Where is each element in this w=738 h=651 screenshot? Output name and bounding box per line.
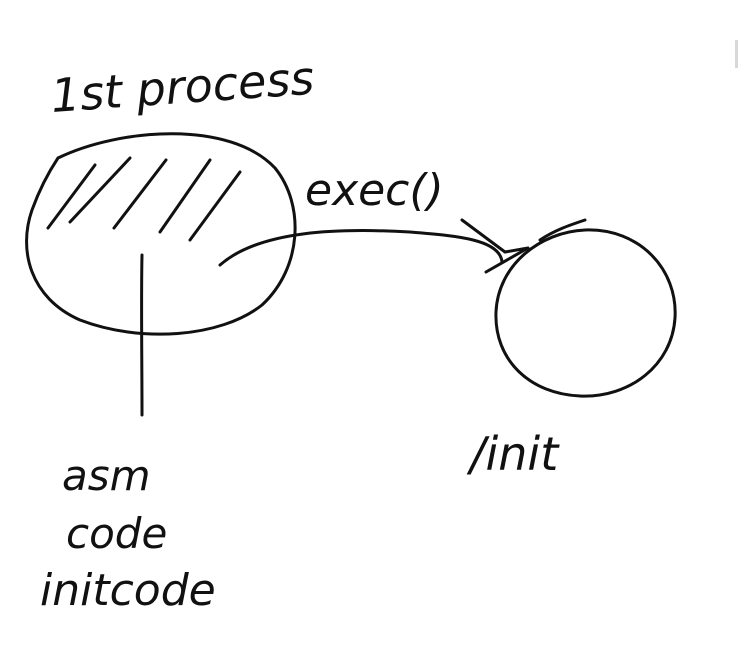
first-process-label: 1st process [49, 51, 316, 123]
init-process-circle [494, 228, 677, 398]
asm-label-line2: code [66, 509, 167, 558]
exec-arrow [218, 229, 504, 267]
exec-arrowhead [460, 218, 530, 274]
init-label: /init [466, 427, 560, 481]
right-edge-artifact [735, 40, 738, 68]
first-process-hatching [46, 156, 242, 242]
init-circle-overstroke [538, 218, 587, 242]
asm-label-line3: initcode [40, 565, 216, 616]
exec-call-label: exec() [305, 165, 444, 216]
asm-label-line1: asm [62, 451, 151, 500]
first-process-ellipse [25, 132, 297, 336]
